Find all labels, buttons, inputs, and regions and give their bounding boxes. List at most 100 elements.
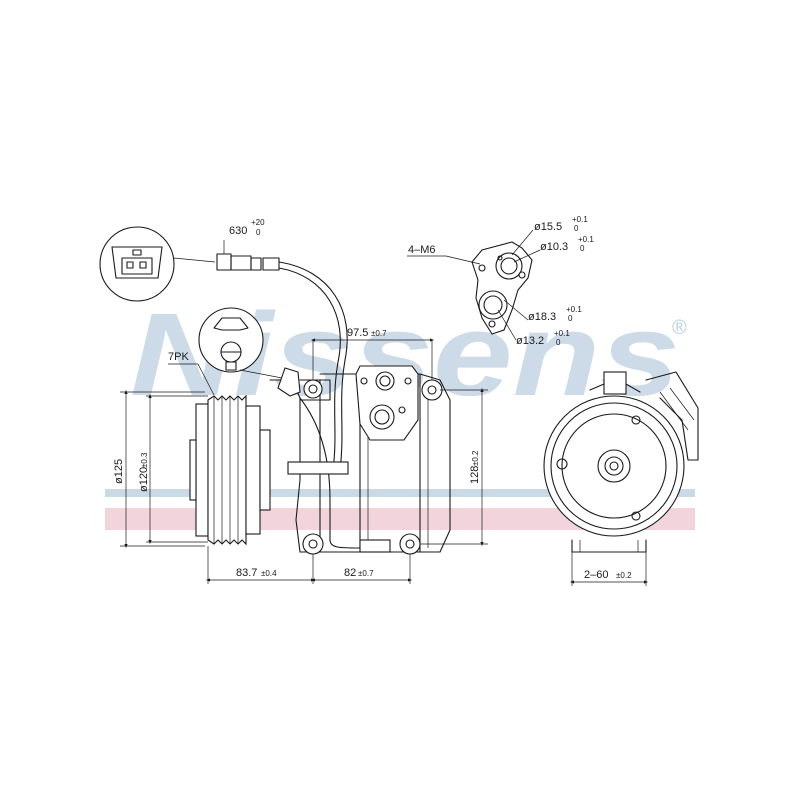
port-1-outer-value: ø15.5 <box>534 221 562 233</box>
port-block-bolt-1 <box>360 377 368 385</box>
port-1-outer-tol-upper: +0.1 <box>572 215 588 224</box>
cable-wire-a <box>278 261 348 471</box>
front-upper-mount-hole <box>308 384 318 394</box>
connector-pin-3 <box>132 249 142 256</box>
front-upper-mount-ear <box>299 379 331 401</box>
coil-terminal-clip <box>213 317 249 331</box>
m6-leader <box>445 255 481 265</box>
compressor-side-view <box>189 365 451 555</box>
end-view-connector <box>603 371 627 395</box>
port-block <box>355 365 419 441</box>
cable-wire-b <box>278 267 341 471</box>
pulley-grooves <box>207 394 247 546</box>
clutch-offset-tol: ±0.4 <box>261 569 277 578</box>
flange-bolt-1 <box>478 264 486 272</box>
connector-detail-circle <box>99 226 175 302</box>
port-flange-detail <box>407 229 541 341</box>
plug-sleeve <box>230 255 252 271</box>
connector-pin-1 <box>126 261 134 269</box>
cable-wire-lower <box>299 397 361 549</box>
lower-connector-box <box>359 539 391 553</box>
cable-length-value: 630 <box>229 225 247 237</box>
mount-spacing-value: 82 <box>344 567 356 579</box>
port-2-inner-value: ø13.2 <box>516 335 544 347</box>
connector-pin-2 <box>139 261 147 269</box>
height-value: 128 <box>469 466 481 484</box>
coil-terminal-bracket <box>277 367 301 397</box>
pulley-hub <box>245 405 261 535</box>
mount-thread-label: 4–M6 <box>408 244 436 256</box>
port-1-outer-leader <box>511 229 534 256</box>
coil-detail <box>198 307 283 379</box>
side-view-dimensions: 97.5 ±0.7 ø125 ø120 ±0.3 128 ±0.2 83.7 ±… <box>113 327 488 584</box>
pulley-groove-value: ø120 <box>138 467 150 492</box>
clutch-offset-value: 83.7 <box>236 567 257 579</box>
port-2-inner-tol-lower: 0 <box>556 338 561 347</box>
flange-bolt-4 <box>497 255 503 261</box>
end-view-ring-2 <box>561 413 667 519</box>
port-1-inner-tol-lower: 0 <box>580 244 585 253</box>
coil-leader-line <box>239 369 283 379</box>
end-view-outer-circle <box>543 395 685 537</box>
cable-length-dimension: 630 +20 0 <box>223 218 265 254</box>
connector-detail <box>99 226 216 302</box>
rear-mount-value: 2–60 <box>584 569 608 581</box>
port-1-outer-circle <box>495 252 523 280</box>
port-block-lower-port <box>369 404 395 430</box>
port-1-inner-leader <box>513 249 541 263</box>
port-1-inner-tol-upper: +0.1 <box>578 235 594 244</box>
port-1-inner-circle <box>500 257 518 275</box>
rear-upper-mount-hole <box>427 385 437 395</box>
connector-leader-line <box>173 257 216 263</box>
port-labels: 4–M6 ø15.5 +0.1 0 ø10.3 +0.1 0 ø18.3 +0.… <box>408 215 594 347</box>
electrical-cable <box>216 253 361 549</box>
port-block-lower-port-inner <box>374 409 390 425</box>
end-view-base <box>571 539 647 553</box>
height-tol: ±0.2 <box>471 450 480 466</box>
watermark-blue-band <box>105 489 695 497</box>
rear-upper-mount-boss <box>421 379 443 401</box>
flange-bolt-2 <box>518 271 526 279</box>
end-view-ring-1 <box>550 402 678 530</box>
mount-spacing-tol: ±0.7 <box>358 569 374 578</box>
front-lower-mount-hole <box>308 539 318 549</box>
end-view-manifold <box>645 371 699 461</box>
coil-terminal-lug <box>225 361 237 371</box>
clutch-plate <box>259 429 271 511</box>
end-view-bolt-bottom <box>631 511 641 521</box>
port-2-inner-circle <box>483 295 503 315</box>
belt-type-label: 7PK <box>168 351 189 363</box>
end-view-shaft <box>609 461 619 471</box>
rear-lower-mount-hole <box>405 539 415 549</box>
end-view-bolt-top <box>631 415 641 425</box>
end-view-connector-wires <box>589 383 641 393</box>
rear-lower-mount-boss <box>399 533 421 555</box>
port-block-upper-port <box>375 371 395 391</box>
port-1-inner-value: ø10.3 <box>540 241 568 253</box>
pulley-outer-value: ø125 <box>113 459 125 484</box>
port-block-bolt-2 <box>404 377 412 385</box>
pulley-front-face <box>195 403 209 537</box>
plug-connector <box>262 257 280 271</box>
front-lower-mount-boss <box>302 533 324 555</box>
plug-sleeve-end <box>250 257 262 271</box>
belt-leader-line <box>197 363 215 396</box>
end-view-manifold-line-2 <box>669 387 695 421</box>
port-spacing-tol: ±0.7 <box>371 329 387 338</box>
port-block-upper-port-inner <box>379 375 391 387</box>
end-view-hub <box>597 449 631 483</box>
end-view-mount-left <box>556 458 568 470</box>
cable-length-tol-upper: +20 <box>251 218 265 227</box>
port-block-bolt-3 <box>398 406 406 414</box>
port-2-outer-circle <box>478 290 508 320</box>
plug-housing <box>216 253 232 271</box>
port-spacing-value: 97.5 <box>347 327 368 339</box>
port-2-inner-leader <box>497 309 517 341</box>
port-2-outer-tol-lower: 0 <box>568 314 573 323</box>
clutch-front-plate <box>189 439 197 501</box>
coil-detail-circle <box>198 307 264 373</box>
rear-mount-tol: ±0.2 <box>616 571 632 580</box>
end-view-hub-inner <box>604 456 624 476</box>
port-2-outer-value: ø18.3 <box>528 311 556 323</box>
